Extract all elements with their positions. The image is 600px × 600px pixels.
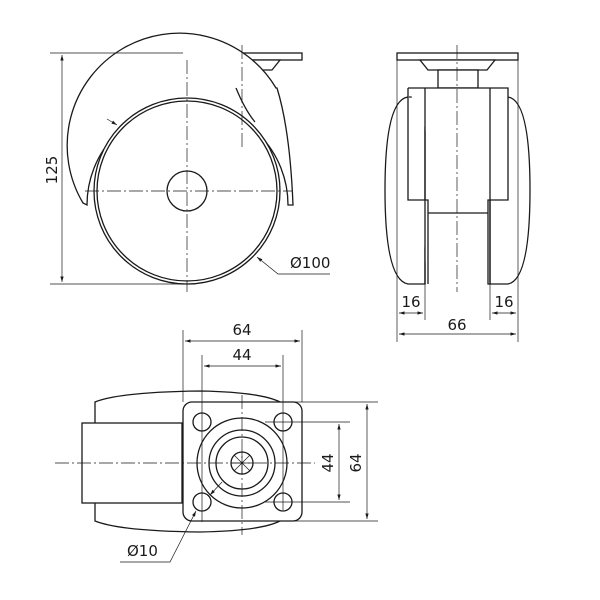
hole-diameter-label: Ø10 [127, 542, 158, 560]
thickness-arrow [106, 118, 118, 126]
hole-diameter-leader [120, 510, 197, 563]
height-label: 125 [43, 156, 61, 185]
fork-edge [235, 87, 256, 123]
hole-spacing-height-label: 44 [319, 453, 337, 472]
fork-body [407, 87, 509, 285]
top-view: 64 44 44 64 Ø10 [55, 321, 378, 563]
side-view: 125 Ø100 [43, 32, 330, 292]
left-wheel [384, 96, 426, 285]
right-tread-label: 16 [494, 293, 513, 311]
overall-width-label: 66 [447, 316, 466, 334]
mounting-plate-top [182, 401, 303, 522]
hole-diameter-arrow [209, 481, 223, 496]
diameter-leader [256, 256, 330, 275]
plate-width-label: 64 [232, 321, 251, 339]
plate-height-label: 64 [347, 453, 365, 472]
left-tread-label: 16 [401, 293, 420, 311]
swivel-stem [437, 69, 479, 89]
front-view: 16 16 66 [384, 45, 531, 342]
wheel-diameter-label: Ø100 [290, 254, 330, 272]
hole-spacing-width-label: 44 [232, 346, 251, 364]
mounting-plate [396, 52, 519, 61]
swivel-race [418, 59, 497, 71]
